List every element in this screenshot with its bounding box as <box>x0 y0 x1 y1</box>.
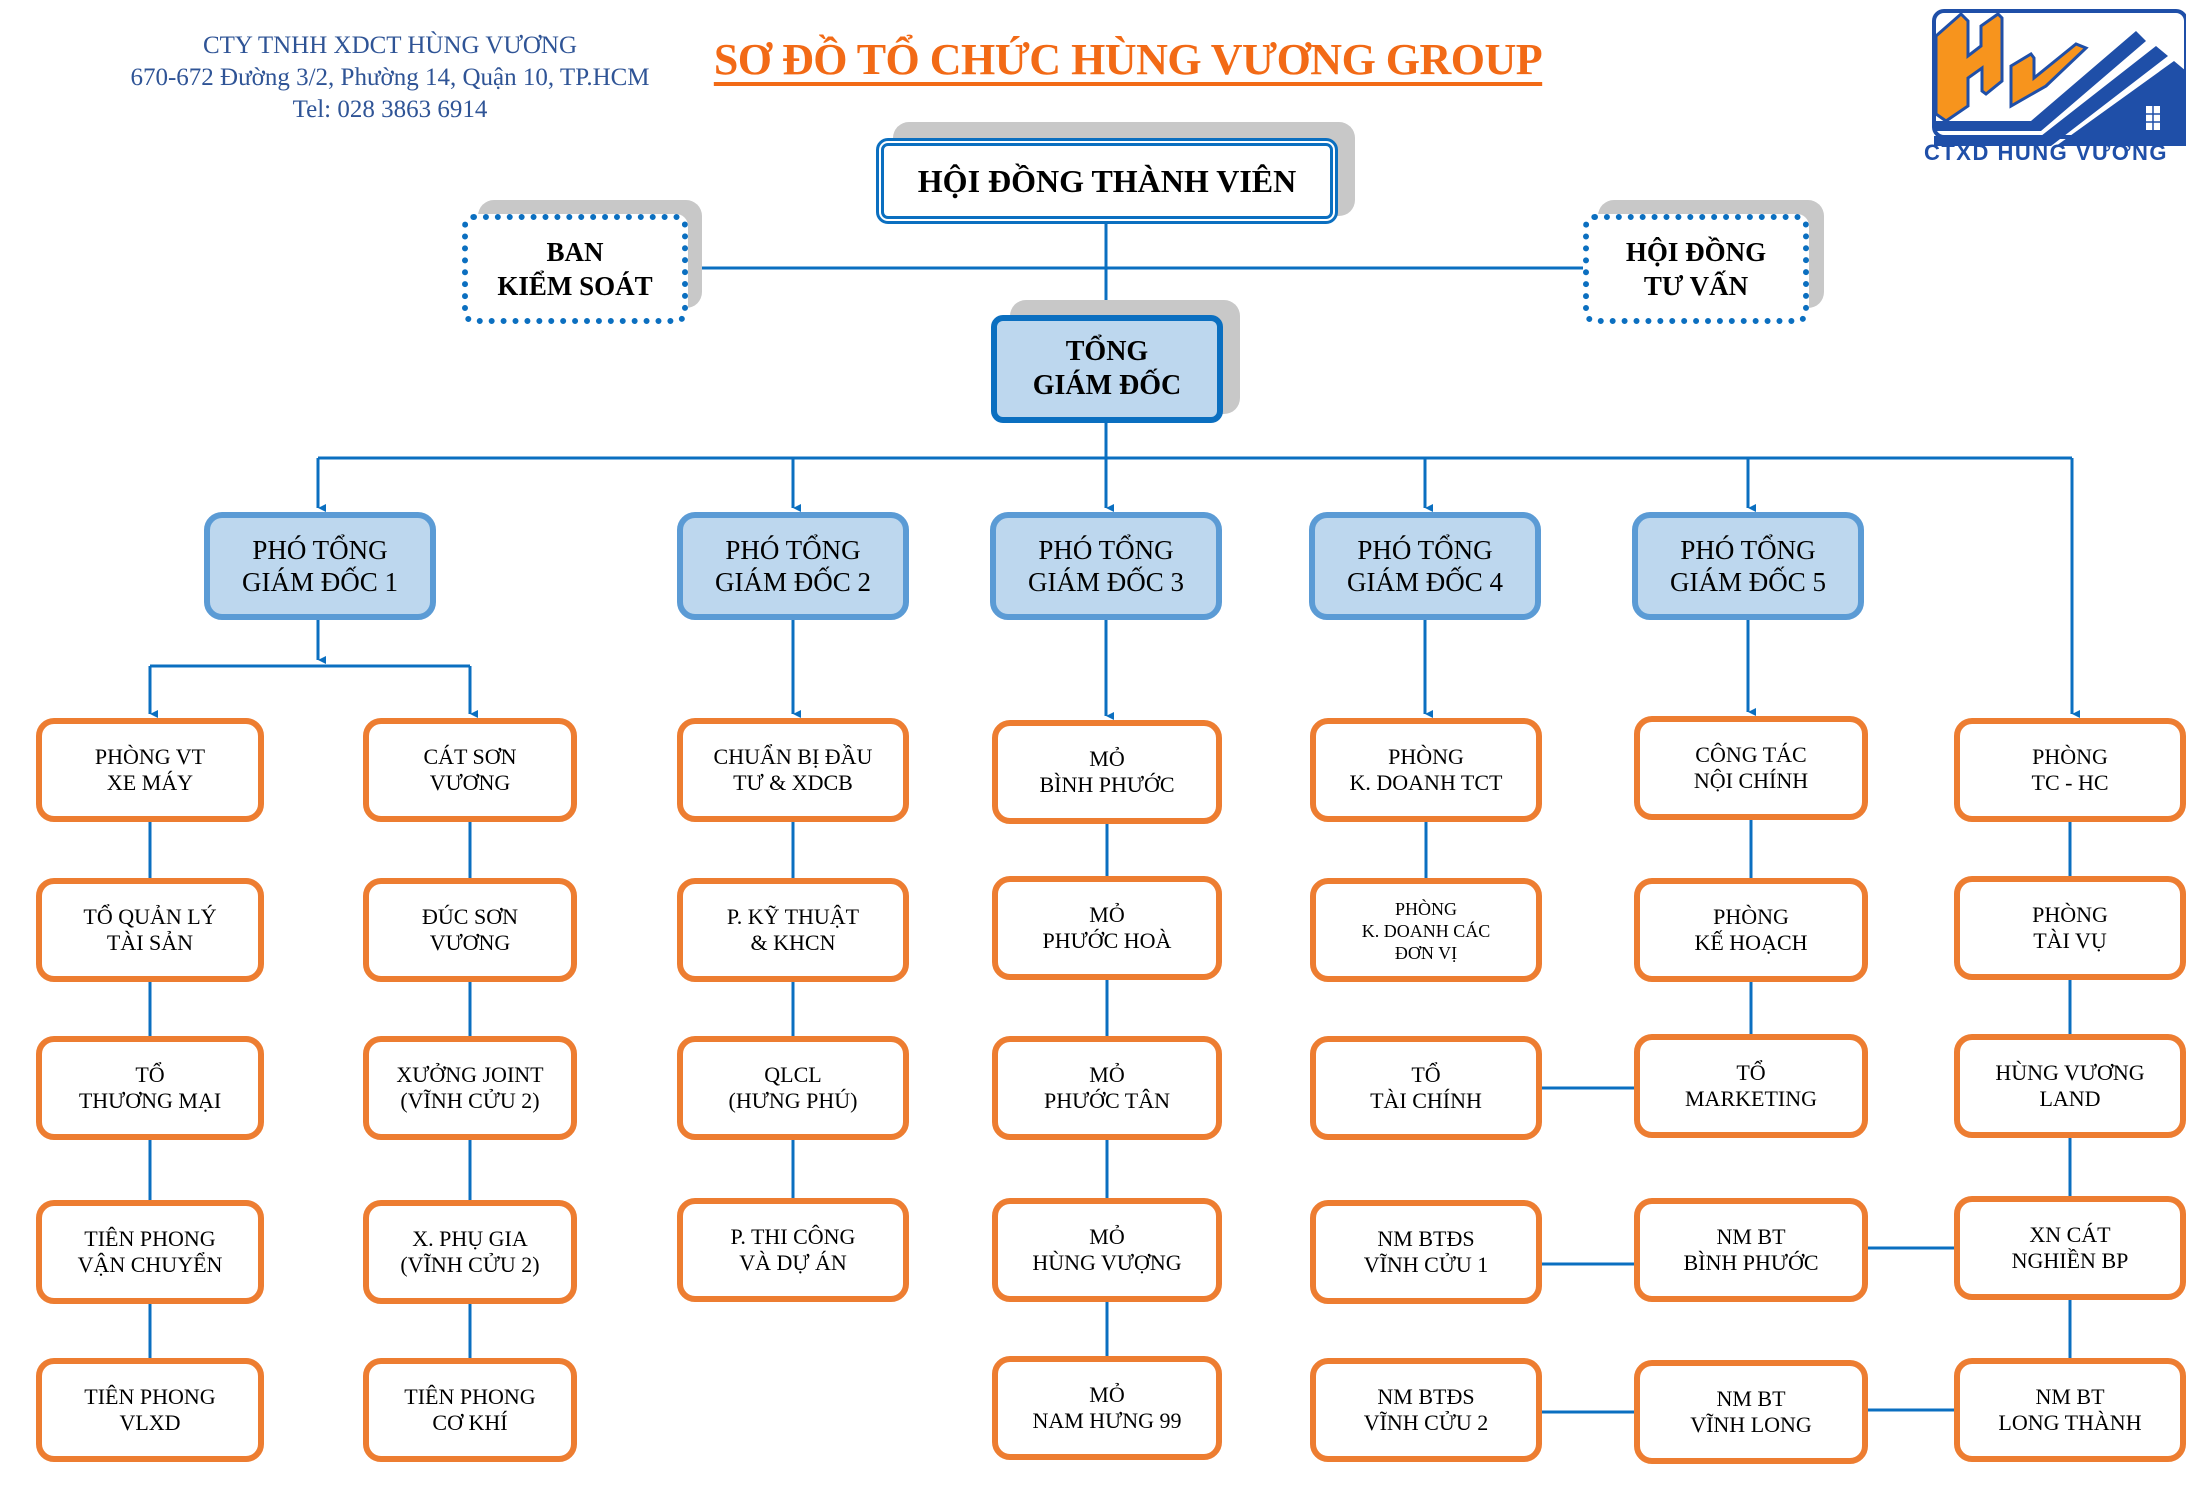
vice-director-3[interactable]: PHÓ TỔNG GIÁM ĐỐC 3 <box>990 512 1222 620</box>
unit-box[interactable]: X. PHỤ GIA (VĨNH CỬU 2) <box>363 1200 577 1304</box>
unit-label: PHÒNG K. DOANH TCT <box>1349 744 1503 795</box>
unit-box[interactable]: NM BT LONG THÀNH <box>1954 1358 2186 1462</box>
vice-director-label: PHÓ TỔNG GIÁM ĐỐC 4 <box>1346 535 1503 597</box>
unit-box[interactable]: PHÒNG TÀI VỤ <box>1954 876 2186 980</box>
unit-label: TỔ THƯƠNG MẠI <box>78 1062 222 1113</box>
unit-box[interactable]: TIÊN PHONG VẬN CHUYỂN <box>36 1200 264 1304</box>
advisory-box[interactable]: HỘI ĐỒNG TƯ VẤN <box>1583 214 1809 324</box>
company-info: CTY TNHH XDCT HÙNG VƯƠNG 670-672 Đường 3… <box>70 30 710 126</box>
unit-label: PHÒNG KẾ HOẠCH <box>1694 904 1808 955</box>
unit-label: NM BTĐS VĨNH CỬU 2 <box>1363 1384 1489 1435</box>
unit-label: TỔ TÀI CHÍNH <box>1370 1062 1482 1113</box>
unit-box[interactable]: NM BT BÌNH PHƯỚC <box>1634 1198 1868 1302</box>
unit-box[interactable]: HÙNG VƯƠNG LAND <box>1954 1034 2186 1138</box>
vice-director-2[interactable]: PHÓ TỔNG GIÁM ĐỐC 2 <box>677 512 909 620</box>
board-label: HỘI ĐỒNG THÀNH VIÊN <box>917 162 1297 199</box>
unit-label: P. THI CÔNG VÀ DỰ ÁN <box>730 1224 856 1275</box>
unit-label: XƯỞNG JOINT (VĨNH CỬU 2) <box>396 1062 544 1113</box>
company-logo-icon <box>1932 9 2186 146</box>
unit-label: CÁT SƠN VƯƠNG <box>423 744 517 795</box>
unit-label: CHUẨN BỊ ĐẦU TƯ & XDCB <box>713 744 873 795</box>
vice-director-label: PHÓ TỔNG GIÁM ĐỐC 1 <box>241 535 398 597</box>
unit-label: MỎ PHƯỚC TÂN <box>1043 1062 1171 1113</box>
unit-box[interactable]: MỎ BÌNH PHƯỚC <box>992 720 1222 824</box>
unit-label: MỎ NAM HƯNG 99 <box>1032 1382 1182 1433</box>
unit-label: MỎ PHƯỚC HOÀ <box>1042 902 1172 953</box>
ceo-label: TỔNG GIÁM ĐỐC <box>1032 336 1182 401</box>
unit-label: NM BT LONG THÀNH <box>1998 1384 2142 1435</box>
unit-box[interactable]: MỎ NAM HƯNG 99 <box>992 1356 1222 1460</box>
unit-label: XN CÁT NGHIỀN BP <box>2011 1222 2129 1273</box>
supervisory-box[interactable]: BAN KIỂM SOÁT <box>462 214 688 324</box>
unit-box[interactable]: TIÊN PHONG VLXD <box>36 1358 264 1462</box>
unit-box[interactable]: NM BT VĨNH LONG <box>1634 1360 1868 1464</box>
unit-label: TIÊN PHONG CƠ KHÍ <box>404 1384 536 1435</box>
vice-director-label: PHÓ TỔNG GIÁM ĐỐC 3 <box>1027 535 1184 597</box>
unit-box[interactable]: P. THI CÔNG VÀ DỰ ÁN <box>677 1198 909 1302</box>
unit-box[interactable]: TIÊN PHONG CƠ KHÍ <box>363 1358 577 1462</box>
unit-label: NM BT VĨNH LONG <box>1690 1386 1812 1437</box>
unit-box[interactable]: TỔ TÀI CHÍNH <box>1310 1036 1542 1140</box>
unit-box[interactable]: NM BTĐS VĨNH CỬU 2 <box>1310 1358 1542 1462</box>
unit-label: TỔ QUẢN LÝ TÀI SẢN <box>83 904 217 955</box>
unit-label: NM BTĐS VĨNH CỬU 1 <box>1363 1226 1489 1277</box>
unit-label: PHÒNG TÀI VỤ <box>2032 902 2108 953</box>
unit-label: CÔNG TÁC NỘI CHÍNH <box>1693 742 1809 793</box>
company-phone: Tel: 028 3863 6914 <box>292 96 488 123</box>
vice-director-4[interactable]: PHÓ TỔNG GIÁM ĐỐC 4 <box>1309 512 1541 620</box>
unit-box[interactable]: PHÒNG K. DOANH TCT <box>1310 718 1542 822</box>
unit-label: TIÊN PHONG VLXD <box>84 1384 216 1435</box>
unit-box[interactable]: CHUẨN BỊ ĐẦU TƯ & XDCB <box>677 718 909 822</box>
supervisory-label: BAN KIỂM SOÁT <box>497 237 653 301</box>
company-address: 670-672 Đường 3/2, Phường 14, Quận 10, T… <box>130 64 650 91</box>
unit-box[interactable]: TỔ QUẢN LÝ TÀI SẢN <box>36 878 264 982</box>
vice-director-label: PHÓ TỔNG GIÁM ĐỐC 2 <box>714 535 871 597</box>
board-box[interactable]: HỘI ĐỒNG THÀNH VIÊN <box>876 138 1338 224</box>
vice-director-5[interactable]: PHÓ TỔNG GIÁM ĐỐC 5 <box>1632 512 1864 620</box>
unit-label: ĐÚC SƠN VƯƠNG <box>422 904 518 955</box>
unit-box[interactable]: PHÒNG TC - HC <box>1954 718 2186 822</box>
unit-label: QLCL (HƯNG PHÚ) <box>728 1062 858 1113</box>
unit-label: MỎ BÌNH PHƯỚC <box>1039 746 1175 797</box>
unit-box[interactable]: PHÒNG K. DOANH CÁC ĐƠN VỊ <box>1310 878 1542 982</box>
unit-label: PHÒNG K. DOANH CÁC ĐƠN VỊ <box>1361 899 1491 963</box>
unit-label: TIÊN PHONG VẬN CHUYỂN <box>77 1226 223 1277</box>
unit-label: PHÒNG VT XE MÁY <box>94 744 206 795</box>
unit-box[interactable]: XN CÁT NGHIỀN BP <box>1954 1196 2186 1300</box>
unit-box[interactable]: TỔ MARKETING <box>1634 1034 1868 1138</box>
unit-box[interactable]: ĐÚC SƠN VƯƠNG <box>363 878 577 982</box>
company-name: CTY TNHH XDCT HÙNG VƯƠNG <box>202 32 578 59</box>
vice-director-label: PHÓ TỔNG GIÁM ĐỐC 5 <box>1669 535 1826 597</box>
logo-text: CTXD HÙNG VƯƠNG <box>1923 140 2169 165</box>
unit-box[interactable]: PHÒNG VT XE MÁY <box>36 718 264 822</box>
unit-box[interactable]: CÔNG TÁC NỘI CHÍNH <box>1634 716 1868 820</box>
unit-box[interactable]: MỎ PHƯỚC TÂN <box>992 1036 1222 1140</box>
unit-label: MỎ HÙNG VƯỢNG <box>1032 1224 1182 1275</box>
unit-box[interactable]: NM BTĐS VĨNH CỬU 1 <box>1310 1200 1542 1304</box>
vice-director-1[interactable]: PHÓ TỔNG GIÁM ĐỐC 1 <box>204 512 436 620</box>
unit-box[interactable]: MỎ PHƯỚC HOÀ <box>992 876 1222 980</box>
unit-box[interactable]: QLCL (HƯNG PHÚ) <box>677 1036 909 1140</box>
unit-label: PHÒNG TC - HC <box>2031 744 2109 795</box>
unit-box[interactable]: MỎ HÙNG VƯỢNG <box>992 1198 1222 1302</box>
advisory-label: HỘI ĐỒNG TƯ VẤN <box>1625 237 1767 301</box>
unit-label: NM BT BÌNH PHƯỚC <box>1683 1224 1819 1275</box>
unit-box[interactable]: TỔ THƯƠNG MẠI <box>36 1036 264 1140</box>
unit-box[interactable]: P. KỸ THUẬT & KHCN <box>677 878 909 982</box>
unit-label: HÙNG VƯƠNG LAND <box>1995 1060 2145 1111</box>
ceo-box[interactable]: TỔNG GIÁM ĐỐC <box>991 315 1223 423</box>
unit-label: P. KỸ THUẬT & KHCN <box>726 904 860 955</box>
unit-label: X. PHỤ GIA (VĨNH CỬU 2) <box>400 1226 540 1277</box>
unit-box[interactable]: PHÒNG KẾ HOẠCH <box>1634 878 1868 982</box>
unit-box[interactable]: CÁT SƠN VƯƠNG <box>363 718 577 822</box>
unit-box[interactable]: XƯỞNG JOINT (VĨNH CỬU 2) <box>363 1036 577 1140</box>
chart-title: SƠ ĐỒ TỔ CHỨC HÙNG VƯƠNG GROUP <box>713 35 1543 84</box>
unit-label: TỔ MARKETING <box>1685 1060 1817 1111</box>
